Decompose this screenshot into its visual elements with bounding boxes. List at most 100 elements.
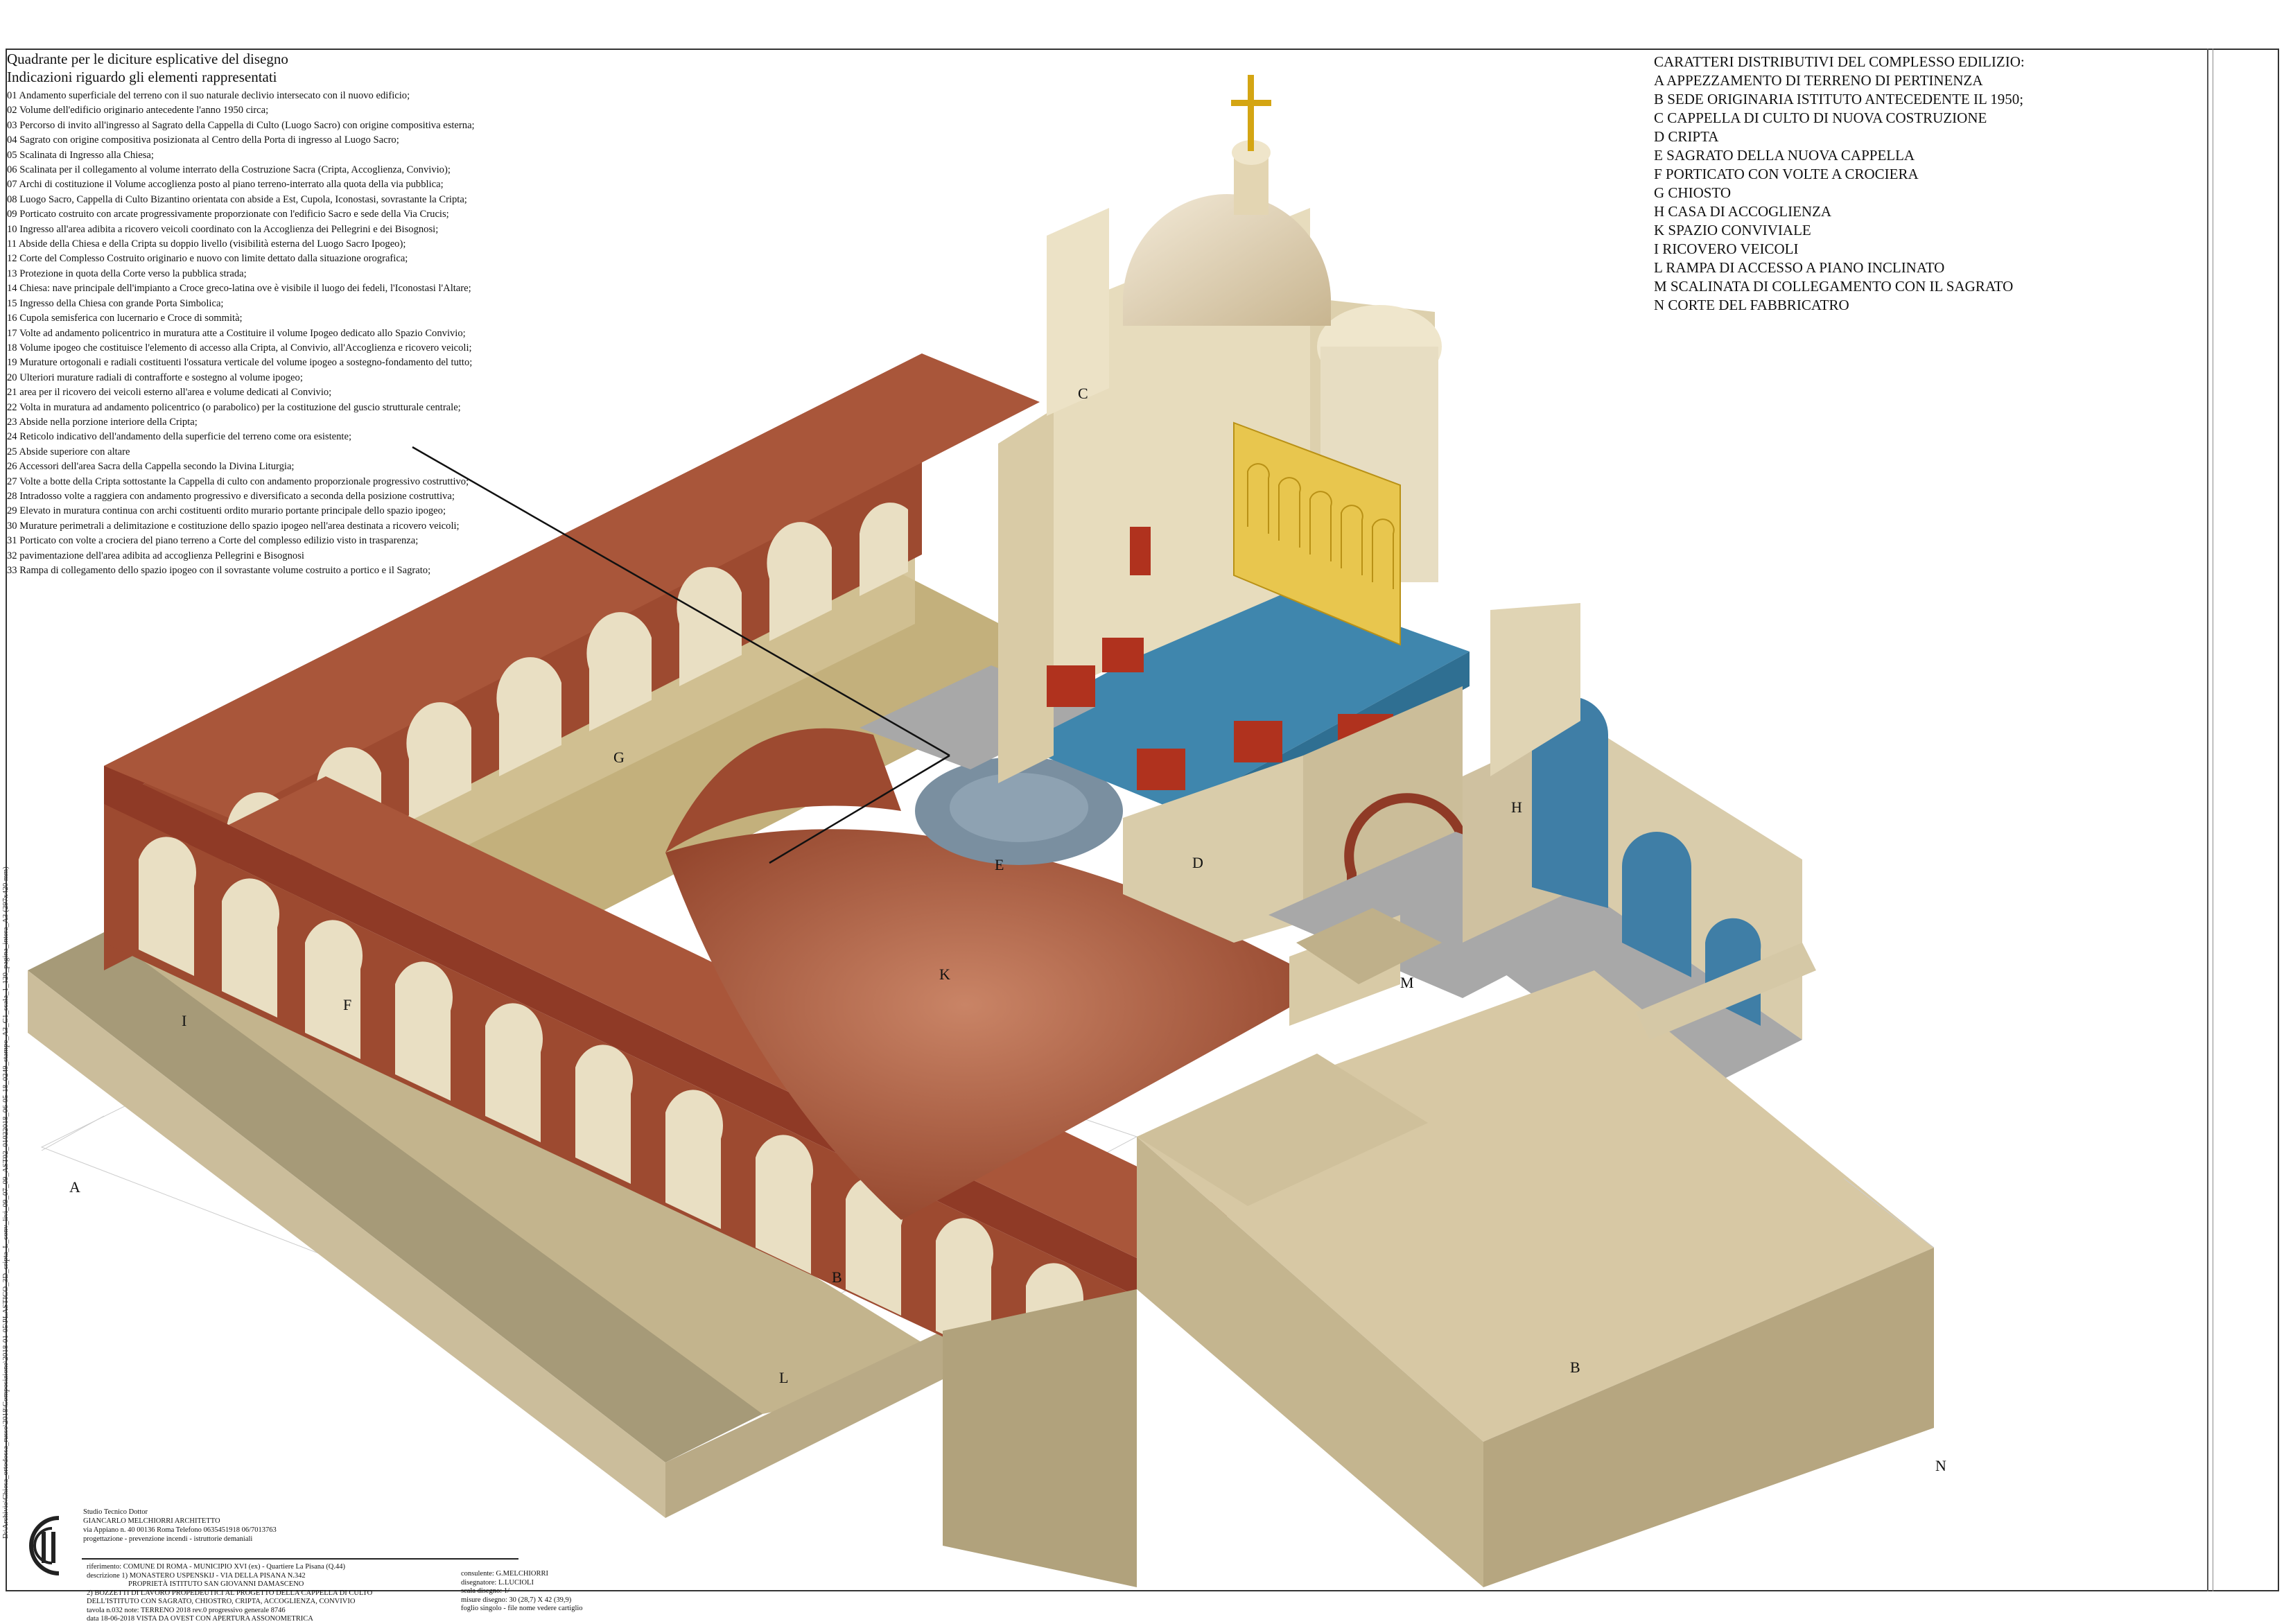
section-line (412, 446, 950, 757)
building-lower (943, 1289, 1137, 1587)
distribution-item: A APPEZZAMENTO DI TERRENO DI PERTINENZA (1654, 72, 1983, 89)
label-h: H (1511, 798, 1522, 816)
label-b-portico: B (832, 1268, 842, 1286)
project-institute: DELL'ISTITUTO CON SAGRATO, CHIOSTRO, CRI… (87, 1598, 356, 1605)
consultant: consulente: G.MELCHIORRI (461, 1570, 548, 1578)
legend-item: 27 Volte a botte della Cripta sottostant… (7, 475, 469, 487)
legend-item: 20 Ulteriori murature radiali di contraf… (7, 372, 303, 383)
label-m: M (1400, 974, 1414, 991)
distribution-item: B SEDE ORIGINARIA ISTITUTO ANTECEDENTE I… (1654, 91, 2024, 107)
title-block: Studio Tecnico Dottor GIANCARLO MELCHIOR… (21, 1508, 583, 1623)
chapel-pylon (1047, 208, 1109, 416)
legend-panel: Quadrante per le diciture esplicative de… (7, 50, 575, 578)
label-b-building: B (1570, 1359, 1580, 1376)
cupola (1122, 194, 1331, 326)
legend-item: 11 Abside della Chiesa e della Cripta su… (7, 238, 406, 250)
legend-item: 17 Volte ad andamento policentrico in mu… (7, 327, 466, 339)
hatch-line (1843, 1178, 1935, 1248)
drawing-size: misure disegno: 30 (28,7) X 42 (39,9) (461, 1596, 572, 1604)
legend-item: 09 Porticato costruito con arcate progre… (7, 209, 449, 220)
crypt-arch (1344, 793, 1467, 915)
label-a: A (69, 1178, 80, 1196)
distribution-legend-title: CARATTERI DISTRIBUTIVI DEL COMPLESSO EDI… (1654, 53, 2025, 70)
distribution-item: G CHIOSTO (1654, 184, 1732, 201)
legend-item: 04 Sagrato con origine compositiva posiz… (7, 134, 399, 146)
legend-item: 25 Abside superiore con altare (7, 446, 130, 457)
distribution-item: K SPAZIO CONVIVIALE (1654, 222, 1811, 238)
label-d: D (1192, 854, 1203, 871)
label-c: C (1078, 385, 1088, 402)
cross-vertical (1248, 75, 1254, 151)
label-g: G (613, 749, 625, 766)
drawing-scale: scala disegno: 1/ (461, 1587, 509, 1595)
legend-item: 29 Elevato in muratura continua con arch… (7, 505, 446, 517)
distribution-item: C CAPPELLA DI CULTO DI NUOVA COSTRUZIONE (1654, 110, 1987, 126)
sheet-number: tavola n.032 note: TERRENO 2018 rev.0 pr… (87, 1606, 286, 1614)
legend-item: 23 Abside nella porzione interiore della… (7, 416, 198, 428)
label-l: L (779, 1369, 789, 1386)
crypt-block (1123, 756, 1303, 943)
building-wing (1137, 1054, 1428, 1206)
legend-item: 15 Ingresso della Chiesa con grande Port… (7, 297, 224, 309)
perimeter-wall-right (1636, 943, 1816, 1040)
legend-item: 18 Volume ipogeo che costituisce l'eleme… (7, 342, 472, 353)
legend-item: 28 Intradosso volte a raggiera con andam… (7, 490, 455, 502)
sheet-note: foglio singolo - file nome vedere cartig… (461, 1605, 583, 1612)
welcome-house-wall (1490, 603, 1580, 776)
distribution-item: L RAMPA DI ACCESSO A PIANO INCLINATO (1654, 259, 1945, 276)
studio-logo-icon (29, 1516, 60, 1575)
welcome-arch-1 (1532, 697, 1608, 908)
legend-subtitle: Indicazioni riguardo gli elementi rappre… (7, 69, 277, 85)
perimeter-wall-bottom (665, 1331, 943, 1518)
border-line (2207, 49, 2208, 1591)
legend-item: 08 Luogo Sacro, Cappella di Culto Bizant… (7, 193, 467, 205)
hatch-line (41, 1115, 105, 1151)
legend-item: 16 Cupola semisferica con lucernario e C… (7, 313, 243, 324)
legend-item: 22 Volta in muratura ad andamento police… (7, 401, 461, 413)
legend-item: 05 Scalinata di Ingresso alla Chiesa; (7, 149, 154, 161)
vault-dome (665, 829, 1331, 1220)
draftsman: disegnatore: L.LUCIOLI (461, 1578, 534, 1587)
studio-address: via Appiano n. 40 00136 Roma Telefono 06… (83, 1526, 277, 1534)
distribution-item: N CORTE DEL FABBRICATRO (1654, 297, 1849, 313)
legend-item: 10 Ingresso all'area adibita a ricovero … (7, 223, 439, 235)
distribution-item: I RICOVERO VEICOLI (1654, 241, 1799, 257)
distribution-item: E SAGRATO DELLA NUOVA CAPPELLA (1654, 147, 1915, 164)
studio-services: progettazione - prevenzione incendi - is… (83, 1535, 253, 1543)
building-front-left (1137, 1137, 1483, 1587)
architect-name: GIANCARLO MELCHIORRI ARCHITETTO (83, 1517, 220, 1525)
legend-item: 06 Scalinata per il collegamento al volu… (7, 164, 451, 176)
studio-info: Studio Tecnico Dottor GIANCARLO MELCHIOR… (83, 1508, 499, 1544)
legend-item: 30 Murature perimetrali a delimitazione … (7, 520, 460, 532)
ramp-wall (28, 932, 762, 1463)
vault-side (665, 728, 901, 853)
titleblock-rule (82, 1558, 518, 1560)
legend-item: 02 Volume dell'edificio originario antec… (7, 105, 269, 116)
stair-steps (1296, 908, 1442, 984)
legend-item: 31 Porticato con volte a crociera del pi… (7, 535, 419, 547)
legend-item: 03 Percorso di invito all'ingresso al Sa… (7, 119, 475, 131)
portico-front-arches (139, 837, 1084, 1402)
label-n: N (1935, 1457, 1946, 1474)
legend-item: 32 pavimentazione dell'area adibita ad a… (7, 550, 304, 561)
distribution-item: H CASA DI ACCOGLIENZA (1654, 203, 1832, 220)
distribution-item: M SCALINATA DI COLLEGAMENTO CON IL SAGRA… (1654, 278, 2014, 295)
sheet-date: data 18-06-2018 VISTA DA OVEST CON APERT… (87, 1615, 313, 1623)
section-line (769, 754, 950, 864)
welcome-house-floor (1463, 887, 1802, 1102)
chapel-wall-left (998, 409, 1054, 783)
legend-item: 14 Chiesa: nave principale dell'impianto… (7, 283, 471, 295)
legend-item: 24 Reticolo indicativo dell'andamento de… (7, 431, 352, 443)
iconostasis (1233, 421, 1401, 646)
project-owner: PROPRIETÀ ISTITUTO SAN GIOVANNI DAMASCEN… (128, 1580, 304, 1588)
legend-item: 01 Andamento superficiale del terreno co… (7, 90, 410, 101)
legend-item: 26 Accessori dell'area Sacra della Cappe… (7, 461, 295, 473)
iconostasis-arches (1247, 463, 1395, 589)
legend-item: 07 Archi di costituzione il Volume accog… (7, 179, 444, 191)
legend-item: 21 area per il ricovero dei veicoli este… (7, 387, 332, 399)
studio-name: Studio Tecnico Dottor (83, 1508, 148, 1516)
legend-item: 12 Corte del Complesso Costruito origina… (7, 253, 408, 265)
drawing-credits: consulente: G.MELCHIORRI disegnatore: L.… (461, 1570, 600, 1614)
cross-horizontal (1231, 100, 1271, 106)
project-reference: riferimento: COMUNE DI ROMA - MUNICIPIO … (87, 1563, 345, 1571)
